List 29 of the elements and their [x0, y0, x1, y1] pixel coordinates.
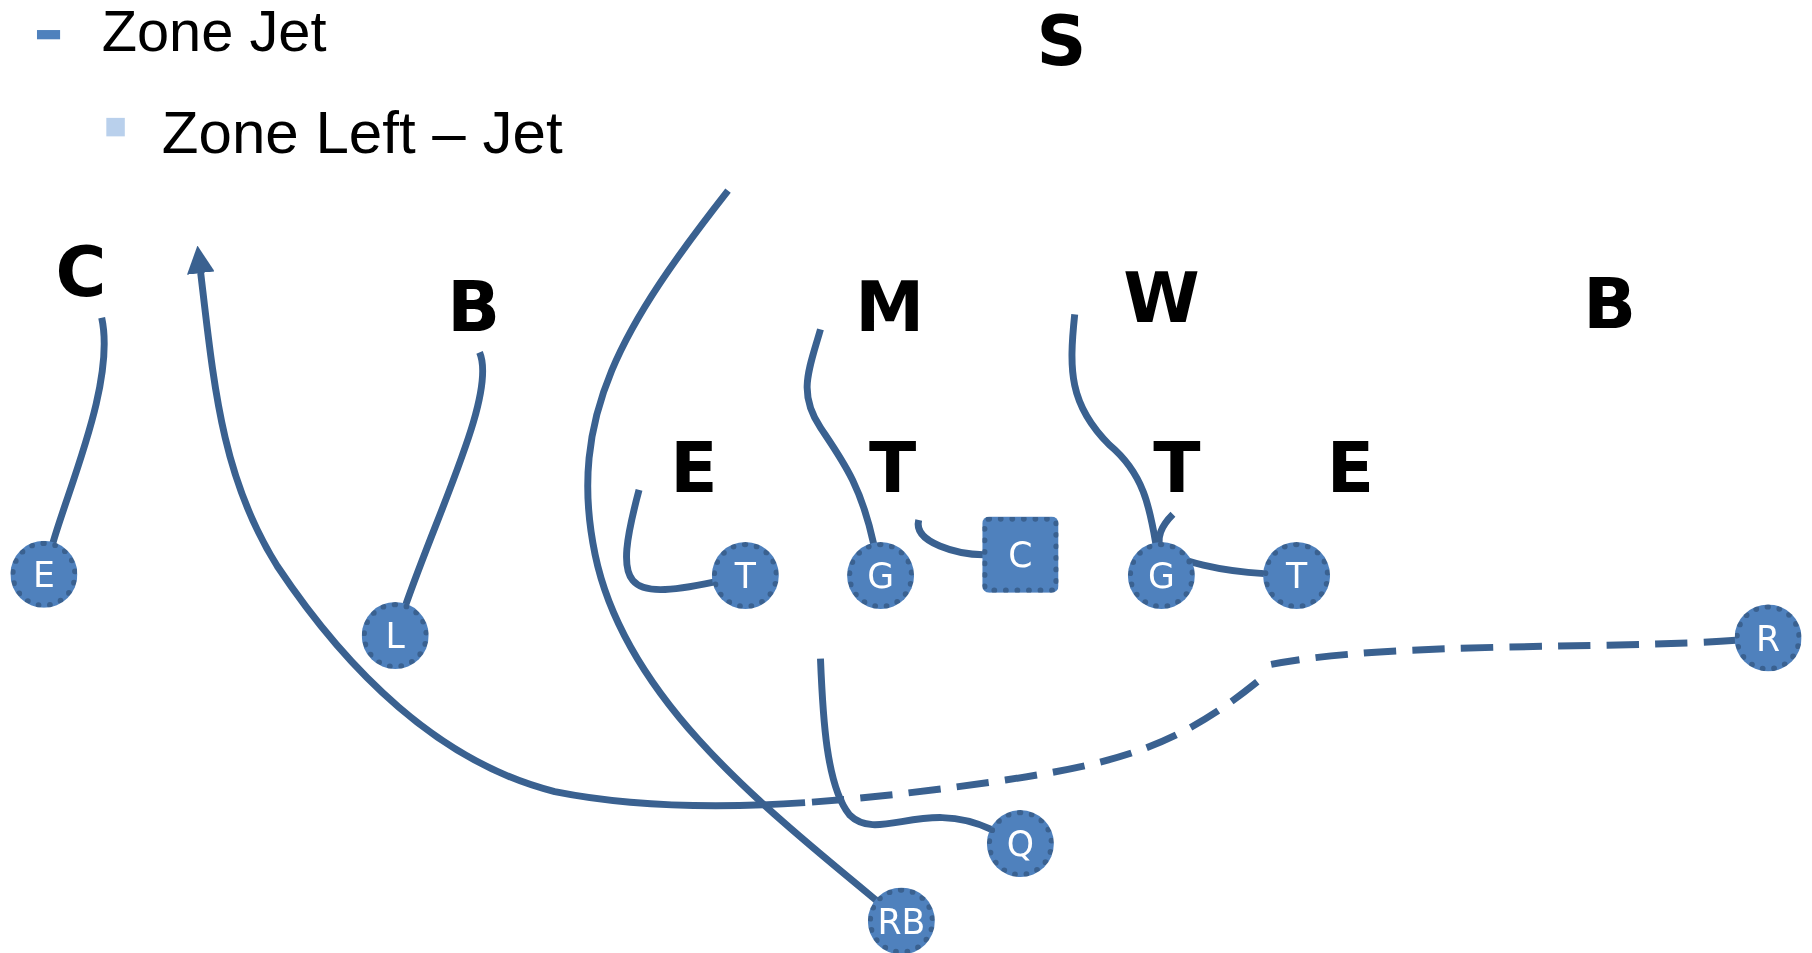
defender-letter: B	[447, 271, 501, 341]
defender-letter: E	[1326, 433, 1374, 503]
player-square: C	[982, 516, 1059, 593]
defender-letter: B	[1583, 269, 1636, 339]
player-circle: R	[1734, 604, 1802, 672]
player-circle: E	[10, 540, 78, 608]
heading-text: Zone Left – Jet	[161, 101, 563, 162]
defender-letter: T	[869, 433, 917, 503]
player-circle: Q	[986, 810, 1054, 878]
route-line	[402, 351, 486, 607]
defender-letter: W	[1123, 263, 1200, 333]
defender-letter: S	[1036, 5, 1087, 76]
player-circle: G	[847, 542, 915, 609]
defender-letter: E	[670, 433, 718, 503]
defender-letter: M	[855, 271, 925, 341]
route-line	[914, 519, 984, 559]
defender-letter: T	[1153, 433, 1201, 503]
player-circle: RB	[867, 887, 935, 953]
player-circle: G	[1127, 542, 1195, 609]
route-line	[49, 317, 108, 545]
player-circle: L	[361, 602, 429, 670]
heading-text: Zone Jet	[101, 2, 327, 61]
route-line	[584, 188, 879, 904]
route-line	[817, 658, 993, 833]
route-line	[803, 328, 877, 545]
player-circle: T	[1263, 542, 1331, 609]
player-circle: T	[711, 542, 779, 609]
defender-letter: C	[55, 236, 107, 307]
route-line	[623, 489, 715, 594]
